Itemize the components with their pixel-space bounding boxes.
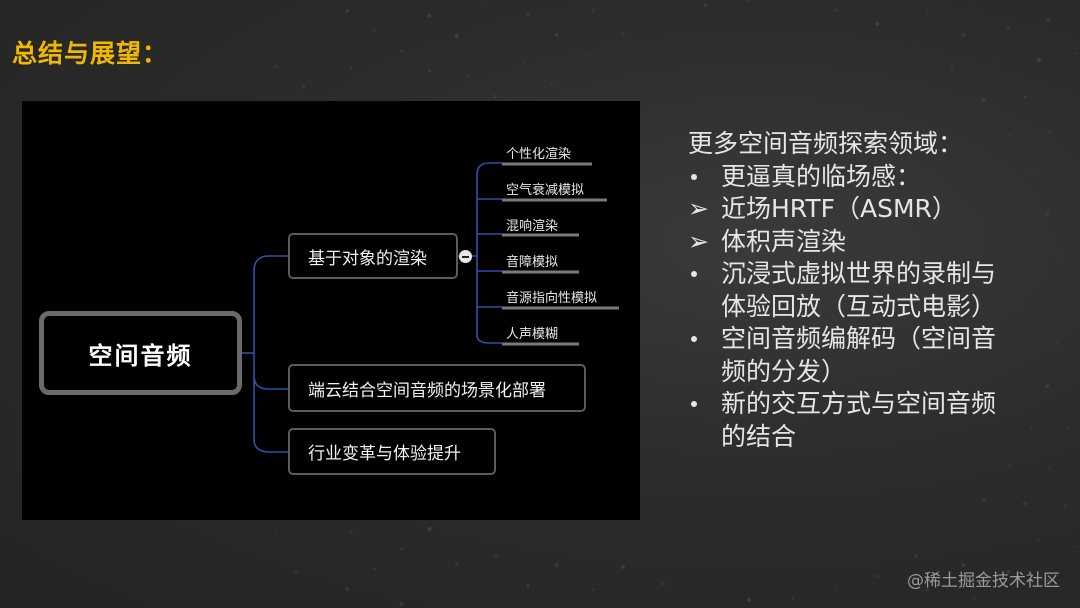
arrow-bullet-icon: ➢ — [688, 194, 709, 223]
notes-item: ➢ 近场HRTF（ASMR） — [688, 193, 1018, 226]
leaf-occlusion-sim[interactable]: 音障模拟 — [506, 255, 559, 270]
leaf-air-attenuation[interactable]: 空气衰减模拟 — [506, 183, 585, 198]
leaf-voice-blur[interactable]: 人声模糊 — [506, 327, 559, 342]
notes-item: 沉浸式虚拟世界的录制与体验回放（互动式电影） — [688, 258, 1018, 323]
arrow-bullet-icon: ➢ — [688, 226, 709, 256]
notes-item: 新的交互方式与空间音频的结合 — [688, 388, 1018, 453]
mindmap-panel: 空间音频 基于对象的渲染 端云结合空间音频的场景化部署 行业变革与体验提升 个性… — [22, 101, 640, 520]
notes-item-text: 空间音频编解码（空间音频的分发） — [721, 324, 997, 386]
branch-object-rendering[interactable]: 基于对象的渲染 — [288, 233, 458, 279]
leaf-source-directivity[interactable]: 音源指向性模拟 — [506, 291, 598, 306]
notes-item: 空间音频编解码（空间音频的分发） — [688, 323, 1018, 388]
mindmap-root-node[interactable]: 空间音频 — [39, 311, 242, 395]
leaf-reverb-rendering[interactable]: 混响渲染 — [506, 219, 559, 234]
notes-item-text: 新的交互方式与空间音频的结合 — [721, 389, 997, 451]
notes-heading: 更多空间音频探索领域： — [688, 129, 964, 158]
notes-item: 更逼真的临场感： — [688, 161, 1018, 194]
branch-industry-experience[interactable]: 行业变革与体验提升 — [288, 428, 496, 475]
branch-edge-cloud-deployment[interactable]: 端云结合空间音频的场景化部署 — [288, 364, 586, 412]
notes-item-text: 更逼真的临场感： — [721, 161, 922, 191]
notes-item-text: 体积声渲染 — [721, 226, 847, 256]
notes-item-text: 沉浸式虚拟世界的录制与体验回放（互动式电影） — [721, 259, 997, 321]
collapse-toggle-icon[interactable] — [459, 250, 472, 263]
connector-trunk — [253, 255, 288, 453]
watermark: @稀土掘金技术社区 — [907, 571, 1060, 591]
notes-item-text: 近场HRTF（ASMR） — [721, 194, 957, 223]
exploration-notes: 更多空间音频探索领域： 更逼真的临场感： ➢ 近场HRTF（ASMR） ➢ 体积… — [688, 128, 1018, 453]
slide-title: 总结与展望： — [12, 39, 169, 68]
leaf-personalized-rendering[interactable]: 个性化渲染 — [506, 147, 572, 162]
notes-item: ➢ 体积声渲染 — [688, 226, 1018, 259]
